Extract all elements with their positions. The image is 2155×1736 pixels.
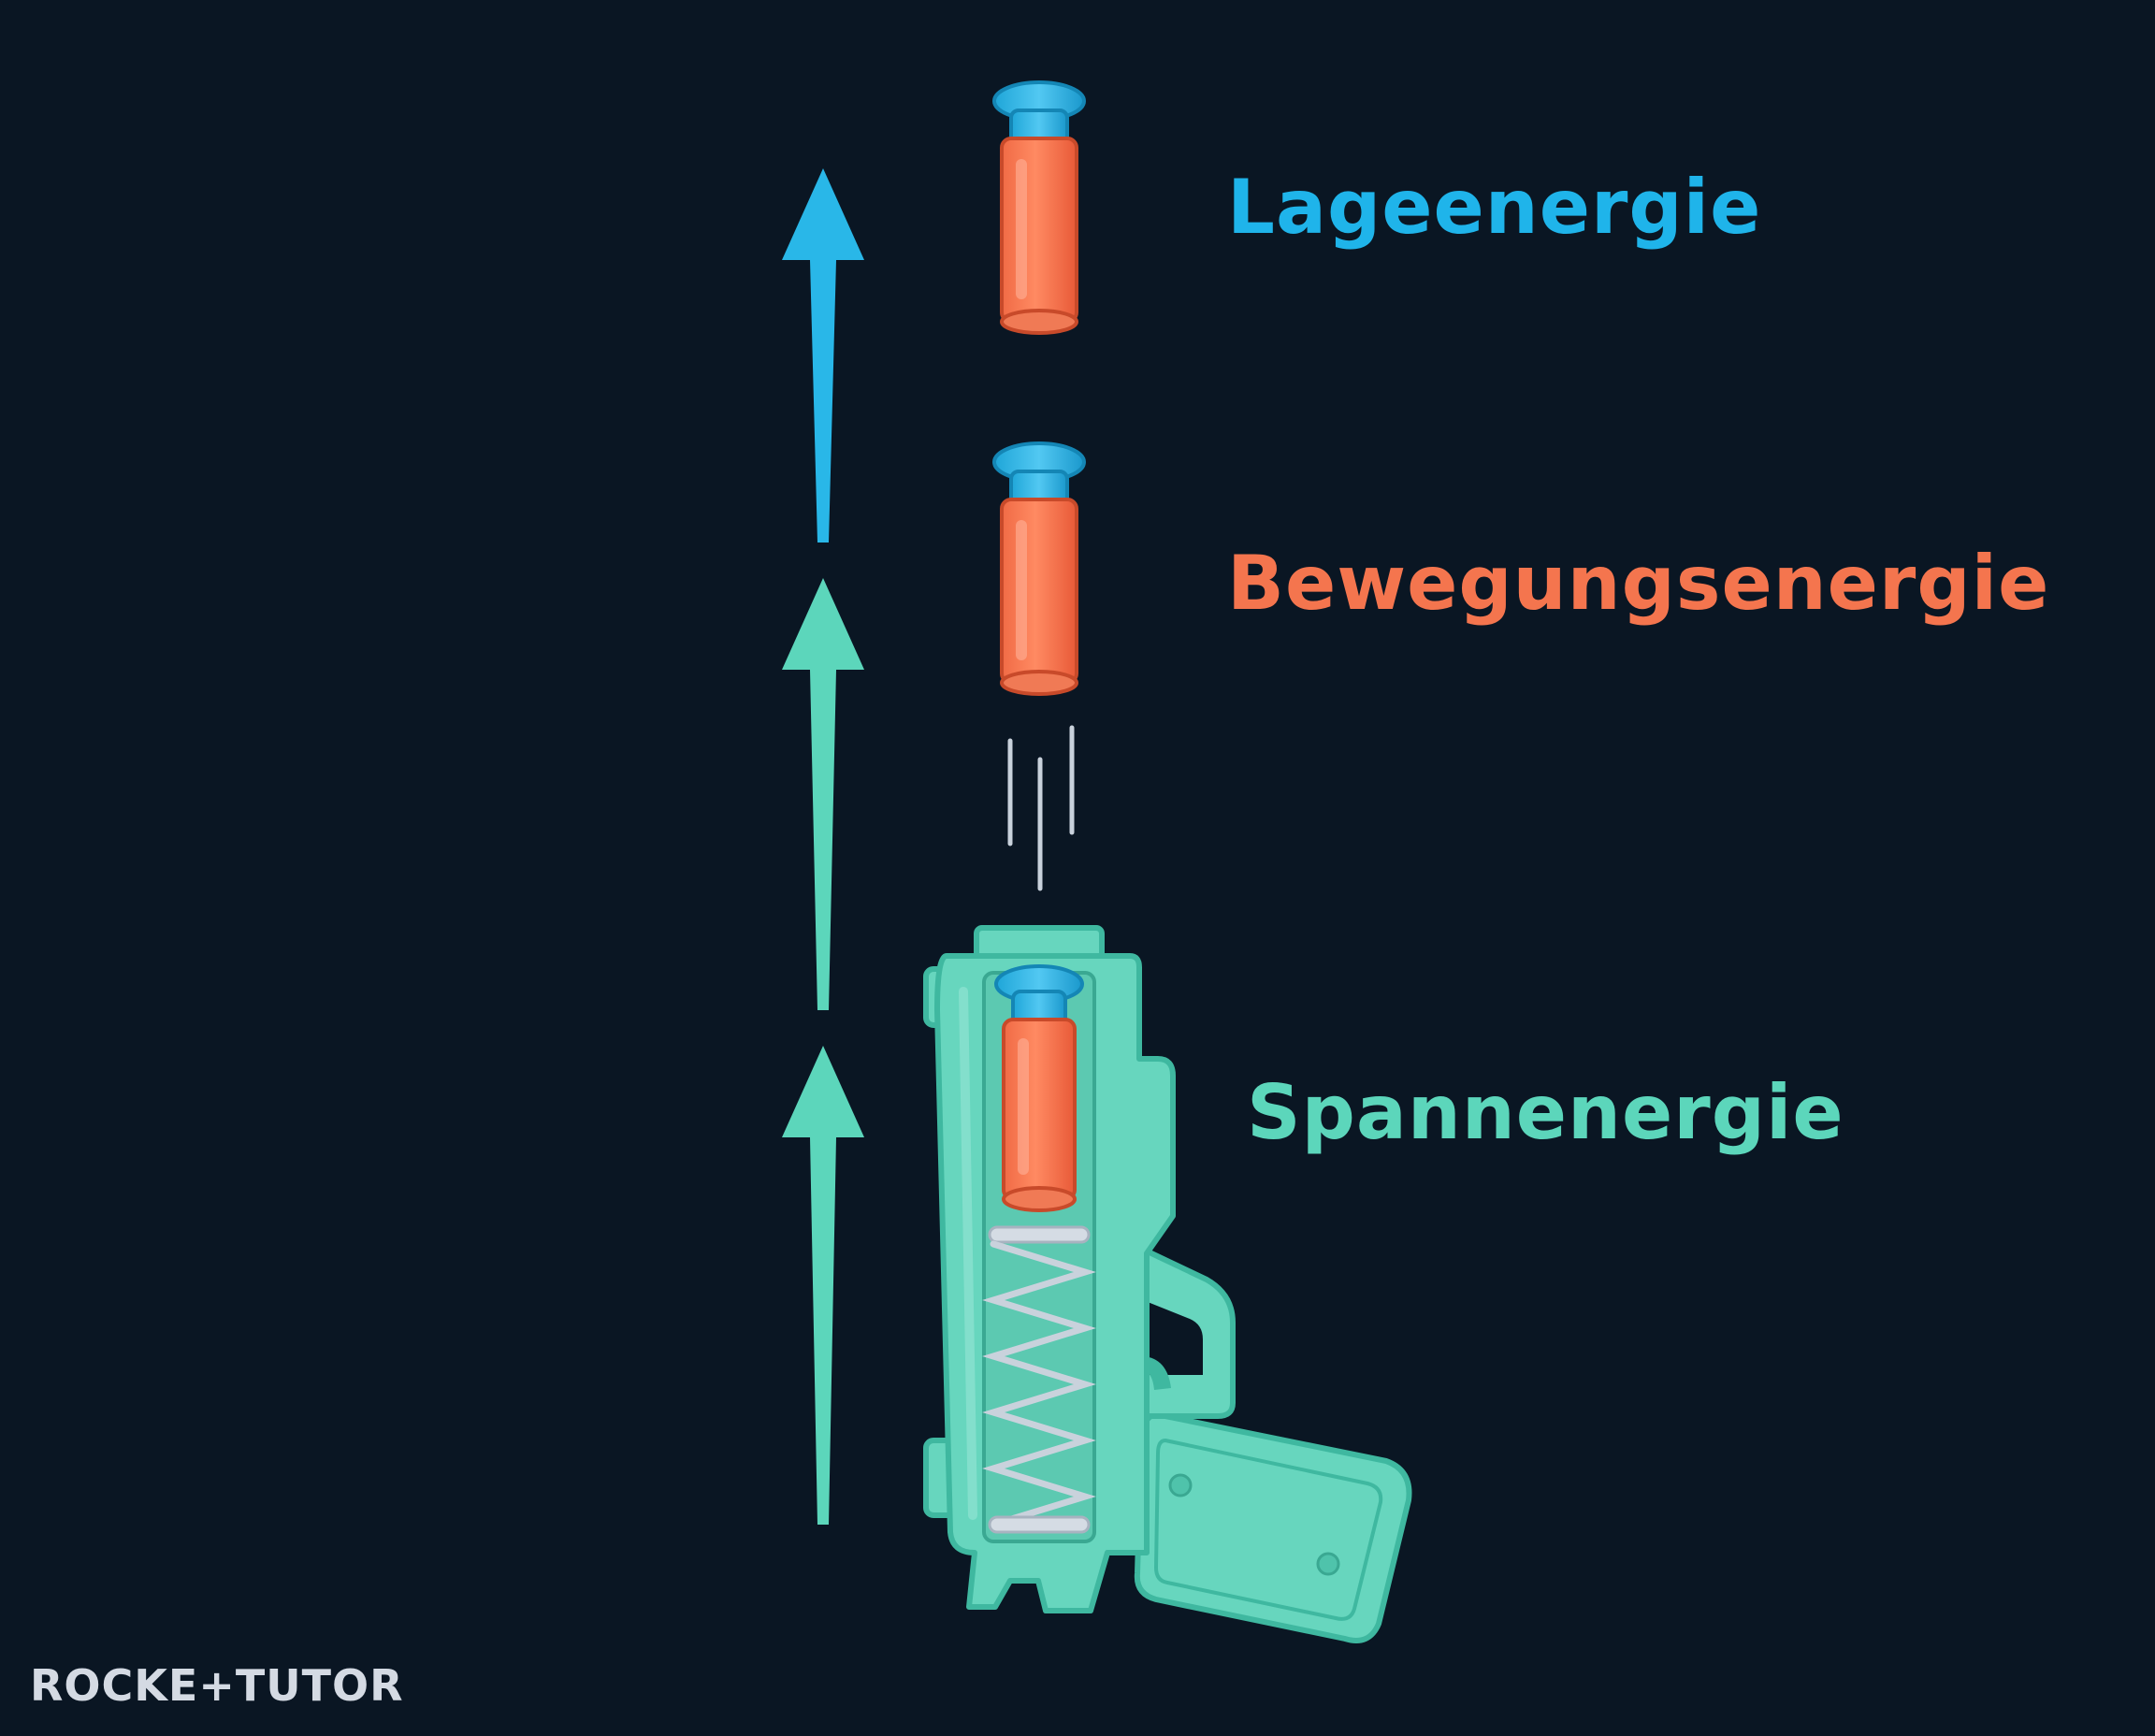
label-potential-energy: Lageenergie (1227, 164, 1762, 251)
label-kinetic-energy: Bewegungsenergie (1227, 540, 2050, 627)
spring-icon (982, 1225, 1096, 1534)
motion-lines-icon (1007, 725, 1075, 891)
foam-dart-icon (992, 441, 1086, 696)
arrow-up-icon (782, 1046, 864, 1525)
dart-gun-icon (923, 925, 1412, 1643)
foam-dart-icon (992, 80, 1086, 335)
arrow-up-icon (782, 168, 864, 542)
brand-logo: ROCKE+TUTOR (30, 1660, 404, 1711)
arrow-up-icon (782, 578, 864, 1010)
label-spring-energy: Spannenergie (1247, 1069, 1844, 1156)
foam-dart-icon (994, 964, 1084, 1212)
